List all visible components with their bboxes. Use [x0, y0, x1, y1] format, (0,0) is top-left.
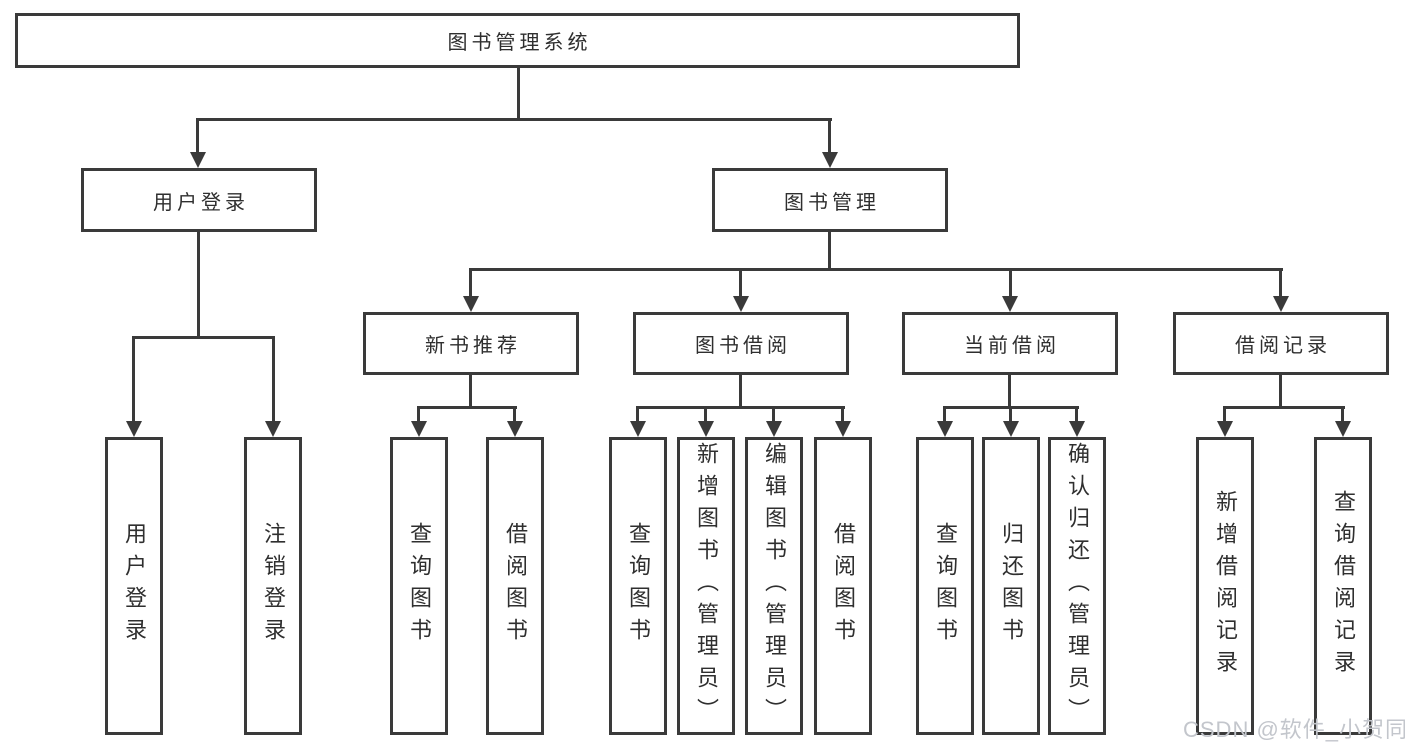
node-new-book-recommend: 新书推荐 — [363, 312, 579, 375]
connector-stub-bb-query — [636, 406, 639, 423]
arrowhead-bb-borrow — [835, 421, 851, 437]
arrowhead-br-query — [1335, 421, 1351, 437]
arrowhead-current-borrow — [1002, 296, 1018, 312]
connector-root-horizontal — [196, 118, 832, 121]
connector-borrow-records-vertical — [1279, 375, 1282, 409]
connector-stub-bb-edit — [772, 406, 775, 423]
leaf-br-add-record: 新增借阅记录 — [1196, 437, 1254, 735]
node-book-management-label: 图书管理 — [784, 191, 880, 214]
node-borrow-records-label: 借阅记录 — [1235, 335, 1331, 357]
leaf-bb-edit-book-admin-label: 编辑图书（管理员） — [762, 442, 787, 730]
leaf-user-login: 用户登录 — [105, 437, 163, 735]
connector-stub-user-login — [196, 118, 199, 154]
arrowhead-book-management — [822, 152, 838, 168]
connector-book-management-horizontal — [469, 268, 1283, 271]
connector-stub-cb-return — [1009, 406, 1012, 423]
arrowhead-book-borrow — [733, 296, 749, 312]
node-book-management: 图书管理 — [712, 168, 948, 232]
connector-borrow-records-horizontal — [1223, 406, 1345, 409]
connector-user-login-horizontal — [132, 336, 275, 339]
node-book-borrow: 图书借阅 — [633, 312, 849, 375]
connector-book-management-vertical — [828, 232, 831, 271]
node-root: 图书管理系统 — [15, 13, 1020, 68]
leaf-logout: 注销登录 — [244, 437, 302, 735]
connector-root-vertical — [517, 68, 520, 120]
arrowhead-br-add — [1217, 421, 1233, 437]
leaf-bb-edit-book-admin: 编辑图书（管理员） — [745, 437, 803, 735]
connector-stub-nb-query — [417, 406, 420, 423]
arrowhead-cb-return — [1003, 421, 1019, 437]
connector-stub-bb-borrow — [841, 406, 844, 423]
leaf-cb-query-book-label: 查询图书 — [933, 522, 958, 650]
leaf-user-login-label: 用户登录 — [122, 522, 147, 650]
leaf-cb-confirm-return-admin-label: 确认归还（管理员） — [1065, 442, 1090, 730]
node-current-borrow-label: 当前借阅 — [964, 335, 1060, 357]
leaf-nb-query-book-label: 查询图书 — [407, 522, 432, 650]
connector-stub-new-book — [469, 268, 472, 298]
node-current-borrow: 当前借阅 — [902, 312, 1118, 375]
connector-stub-bb-add — [704, 406, 707, 423]
connector-stub-book-borrow — [739, 268, 742, 298]
node-borrow-records: 借阅记录 — [1173, 312, 1389, 375]
arrowhead-bb-add — [698, 421, 714, 437]
connector-stub-nb-borrow — [513, 406, 516, 423]
node-book-borrow-label: 图书借阅 — [695, 335, 791, 357]
leaf-bb-add-book-admin: 新增图书（管理员） — [677, 437, 735, 735]
arrowhead-leaf-login — [126, 421, 142, 437]
connector-user-login-vertical — [197, 232, 200, 338]
connector-stub-book-management — [828, 118, 831, 154]
arrowhead-nb-borrow — [507, 421, 523, 437]
leaf-cb-return-book: 归还图书 — [982, 437, 1040, 735]
leaf-nb-borrow-book-label: 借阅图书 — [503, 522, 528, 650]
connector-current-borrow-vertical — [1008, 375, 1011, 409]
connector-book-borrow-horizontal — [636, 406, 845, 409]
node-user-login: 用户登录 — [81, 168, 317, 232]
connector-stub-br-add — [1223, 406, 1226, 423]
connector-stub-cb-query — [943, 406, 946, 423]
csdn-watermark: CSDN @软件_小贺同学 — [1183, 717, 1405, 742]
leaf-nb-borrow-book: 借阅图书 — [486, 437, 544, 735]
leaf-bb-query-book-label: 查询图书 — [626, 522, 651, 650]
leaf-cb-confirm-return-admin: 确认归还（管理员） — [1048, 437, 1106, 735]
leaf-cb-query-book: 查询图书 — [916, 437, 974, 735]
connector-stub-current-borrow — [1009, 268, 1012, 298]
arrowhead-leaf-logout — [265, 421, 281, 437]
connector-new-book-horizontal — [417, 406, 517, 409]
leaf-bb-borrow-book-label: 借阅图书 — [831, 522, 856, 650]
arrowhead-new-book — [463, 296, 479, 312]
arrowhead-borrow-records — [1273, 296, 1289, 312]
arrowhead-cb-query — [937, 421, 953, 437]
arrowhead-bb-query — [630, 421, 646, 437]
leaf-br-add-record-label: 新增借阅记录 — [1213, 490, 1238, 682]
connector-stub-cb-confirm — [1075, 406, 1078, 423]
leaf-br-query-record: 查询借阅记录 — [1314, 437, 1372, 735]
leaf-nb-query-book: 查询图书 — [390, 437, 448, 735]
leaf-cb-return-book-label: 归还图书 — [999, 522, 1024, 650]
arrowhead-nb-query — [411, 421, 427, 437]
connector-stub-br-query — [1341, 406, 1344, 423]
leaf-bb-borrow-book: 借阅图书 — [814, 437, 872, 735]
node-user-login-label: 用户登录 — [153, 191, 249, 214]
arrowhead-bb-edit — [766, 421, 782, 437]
arrowhead-cb-confirm — [1069, 421, 1085, 437]
leaf-bb-add-book-admin-label: 新增图书（管理员） — [694, 442, 719, 730]
leaf-bb-query-book: 查询图书 — [609, 437, 667, 735]
leaf-br-query-record-label: 查询借阅记录 — [1331, 490, 1356, 682]
connector-stub-borrow-records — [1279, 268, 1282, 298]
arrowhead-user-login — [190, 152, 206, 168]
connector-stub-leaf-login — [132, 336, 135, 421]
node-root-label: 图书管理系统 — [447, 32, 592, 54]
connector-new-book-vertical — [469, 375, 472, 409]
node-new-book-recommend-label: 新书推荐 — [425, 335, 521, 357]
connector-stub-leaf-logout — [272, 336, 275, 421]
leaf-logout-label: 注销登录 — [261, 522, 286, 650]
connector-book-borrow-vertical — [739, 375, 742, 409]
